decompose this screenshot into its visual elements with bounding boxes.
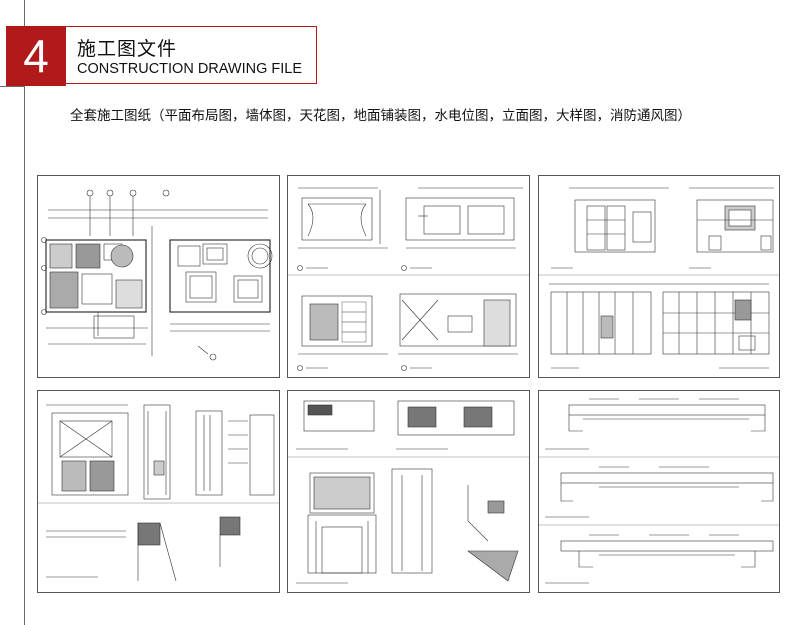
- section-title-chinese: 施工图文件: [77, 38, 178, 60]
- floor-plan-drawing: [37, 175, 280, 378]
- detail-drawing-2: [287, 390, 530, 593]
- section-number-badge: 4: [6, 26, 66, 86]
- ceiling-section-drawing: [538, 390, 780, 593]
- detail-drawing-1: [37, 390, 280, 593]
- left-vertical-rule: [24, 0, 25, 625]
- elevation-drawing-2: [538, 175, 780, 378]
- drawing-set-description: 全套施工图纸（平面布局图，墙体图，天花图，地面铺装图，水电位图，立面图，大样图，…: [70, 108, 691, 124]
- elevation-drawing-1: [287, 175, 530, 378]
- left-horizontal-rule: [0, 86, 24, 87]
- section-title-english: CONSTRUCTION DRAWING FILE: [77, 61, 303, 77]
- section-header-frame: [66, 26, 317, 84]
